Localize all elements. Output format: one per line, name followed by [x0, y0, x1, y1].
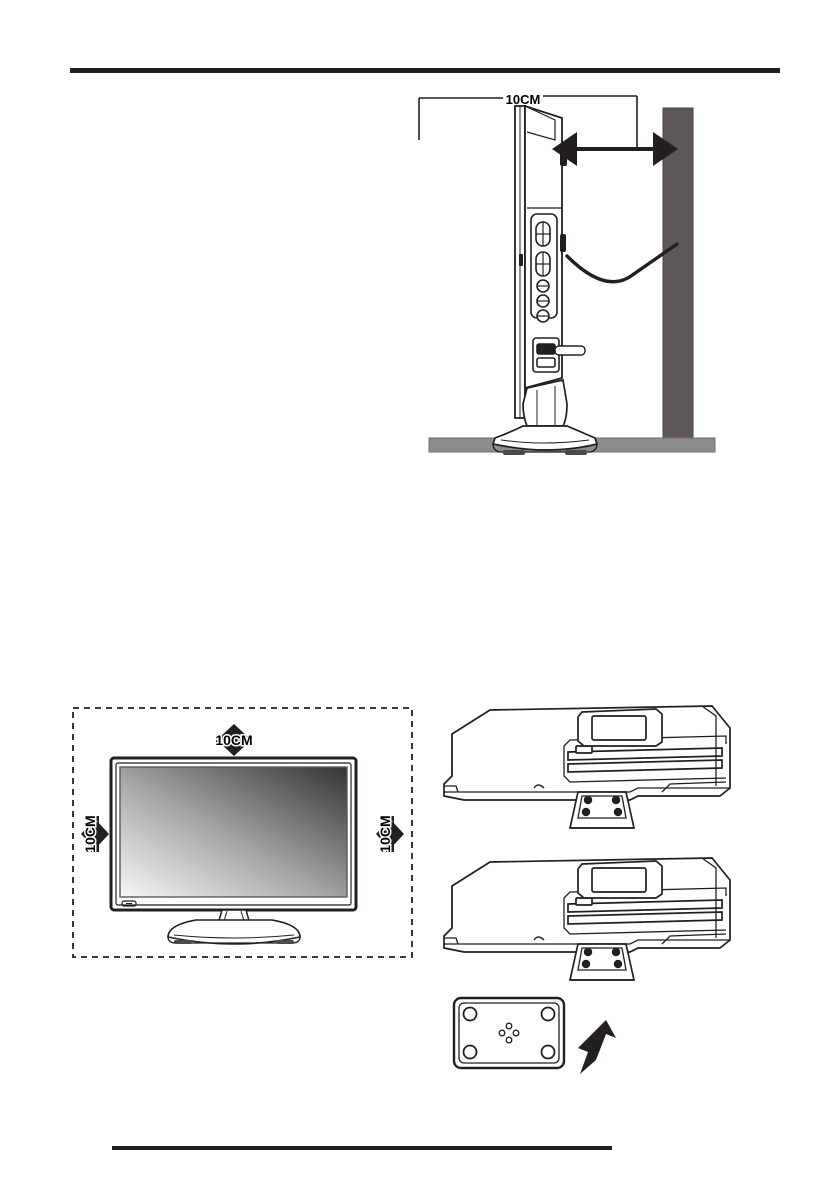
- stand-assembly-step-1: [443, 705, 731, 829]
- footer-rule: [112, 1146, 612, 1150]
- tv-screen: [119, 766, 348, 898]
- stand-foot-left: [503, 450, 525, 455]
- side-input-ports: [532, 337, 560, 373]
- figure-side-view-wall-clearance: 10CM: [415, 88, 735, 468]
- base-plate-corner-hole-br: [540, 1044, 556, 1060]
- base-plate: [452, 996, 566, 1070]
- top-clearance-arrow: [216, 724, 252, 756]
- dimension-leader-left: [418, 97, 503, 140]
- insertion-arrow: [578, 1020, 616, 1074]
- dimension-leader-right: [543, 95, 638, 150]
- clearance-label-top: 10CM: [506, 92, 541, 107]
- bezel-tab-lower: [560, 234, 566, 252]
- base-plate-corner-hole-tr: [540, 1006, 556, 1022]
- stand-neck-socket-1: [568, 791, 636, 829]
- stand-foot-right: [565, 450, 587, 455]
- figure-front-view-clearance: 10CM 10CM 10CM 10CM: [70, 705, 415, 960]
- connector-plug: [554, 345, 586, 356]
- clearance-label-top-front: 10CM: [215, 732, 252, 748]
- base-foot-right: [276, 940, 294, 944]
- base-plate-corner-hole-bl: [462, 1044, 478, 1060]
- clearance-label-left: 10CM: [82, 815, 98, 852]
- ir-receiver-indicator: [121, 900, 137, 907]
- side-control-buttons: [530, 213, 558, 323]
- base-plate-screw-holes: [498, 1022, 520, 1044]
- right-clearance-arrow: [376, 816, 404, 852]
- clearance-label-top-front-stroke: 10CM: [215, 732, 252, 748]
- base-foot-left: [174, 940, 192, 944]
- wall-panel: [662, 107, 694, 439]
- base-plate-corner-hole-tl: [462, 1006, 478, 1022]
- dashed-boundary: [72, 707, 413, 958]
- clearance-double-arrow: [552, 132, 678, 166]
- figure-stand-assembly: [430, 700, 760, 1090]
- power-cable: [565, 242, 679, 284]
- pedestal-stand: [491, 378, 599, 453]
- bezel-notch: [519, 254, 523, 266]
- stand-assembly-step-2: [443, 857, 731, 981]
- tv-base: [167, 919, 301, 945]
- header-rule: [70, 68, 780, 73]
- left-clearance-arrow: [81, 816, 109, 852]
- stand-neck-socket-2: [568, 943, 636, 981]
- clearance-label-right: 10CM: [377, 815, 393, 852]
